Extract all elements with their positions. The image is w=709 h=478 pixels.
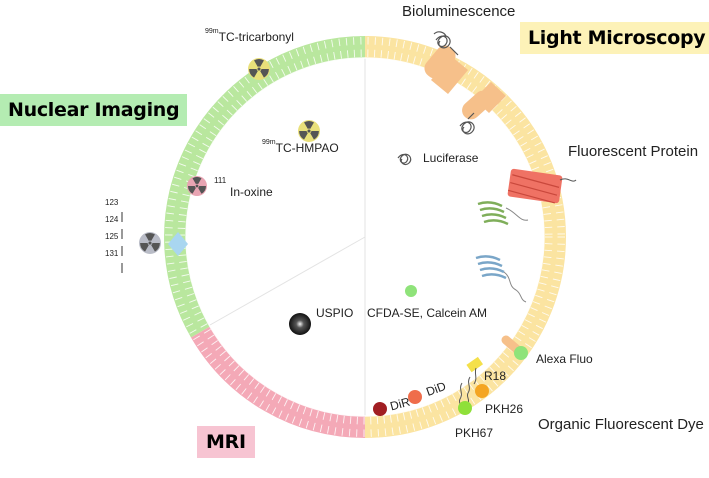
label-cfda: CFDA-SE, Calcein AM (367, 306, 487, 320)
did-dot (408, 390, 422, 404)
tc-tricarbonyl-text: TC-tricarbonyl (219, 30, 294, 44)
gfp-barrel-green (478, 202, 528, 224)
category-light-microscopy: Light Microscopy (520, 22, 709, 54)
lipid-stripe (545, 250, 553, 251)
dir-dot (373, 402, 387, 416)
label-fluorescent-protein: Fluorescent Protein (568, 143, 698, 160)
luciferase-coil-icon (398, 154, 411, 164)
lipid-stripe (166, 220, 174, 221)
pkh67-dot (458, 401, 472, 415)
label-luciferase: Luciferase (423, 151, 478, 165)
radioactive-icon-tc-tricarbonyl (248, 58, 270, 80)
isotope-125: 125 (105, 233, 118, 241)
membrane-sector-light-microscopy (365, 47, 555, 427)
label-tc-hmpao: 99mTC-HMPAO (262, 141, 339, 155)
lipid-stripe (377, 417, 378, 425)
isotope-124: 124 (105, 216, 118, 224)
lipid-stripe (165, 249, 173, 250)
lipid-stripe (349, 429, 350, 437)
label-organic-fluorescent-dye: Organic Fluorescent Dye (538, 416, 704, 433)
gfp-barrel-blue (476, 256, 526, 302)
radioactive-icon-in-oxine (187, 176, 207, 196)
tc-tricarbonyl-sup: 99m (205, 28, 219, 35)
trefoil-center (148, 241, 151, 244)
category-mri: MRI (197, 426, 255, 458)
trefoil-center (257, 67, 260, 70)
label-pkh26: PKH26 (485, 402, 523, 416)
lipid-stripe (378, 429, 379, 436)
label-tc-tricarbonyl: 99mTC-tricarbonyl (205, 30, 294, 44)
in-oxine-text: In-oxine (230, 185, 273, 199)
tc-hmpao-text: TC-HMPAO (276, 141, 339, 155)
radioactive-icon-iodine (139, 232, 161, 254)
radioactive-icon-tc-hmpao (298, 120, 320, 142)
in-oxine-sup: 111 (214, 176, 257, 185)
alexa-fluo-dot (514, 346, 528, 360)
uspio-particle-icon (289, 313, 311, 335)
label-pkh67: PKH67 (455, 426, 493, 440)
lipid-stripe (350, 416, 351, 424)
lipid-stripe (557, 251, 565, 252)
label-uspio: USPIO (316, 306, 353, 320)
pkh26-dot (475, 384, 489, 398)
isotope-123: 123 (105, 199, 118, 207)
category-nuclear-imaging: Nuclear Imaging (0, 94, 187, 126)
trefoil-center (196, 185, 199, 188)
label-alexa-fluo: Alexa Fluo (536, 352, 593, 366)
tc-hmpao-sup: 99m (262, 139, 276, 146)
cfda-dot (405, 285, 417, 297)
trefoil-center (307, 129, 310, 132)
fluorescent-protein-channel (507, 169, 576, 204)
lipid-stripe (178, 221, 185, 222)
label-bioluminescence: Bioluminescence (402, 3, 515, 20)
isotope-131: 131 (105, 250, 118, 258)
label-r18: R18 (484, 369, 506, 383)
